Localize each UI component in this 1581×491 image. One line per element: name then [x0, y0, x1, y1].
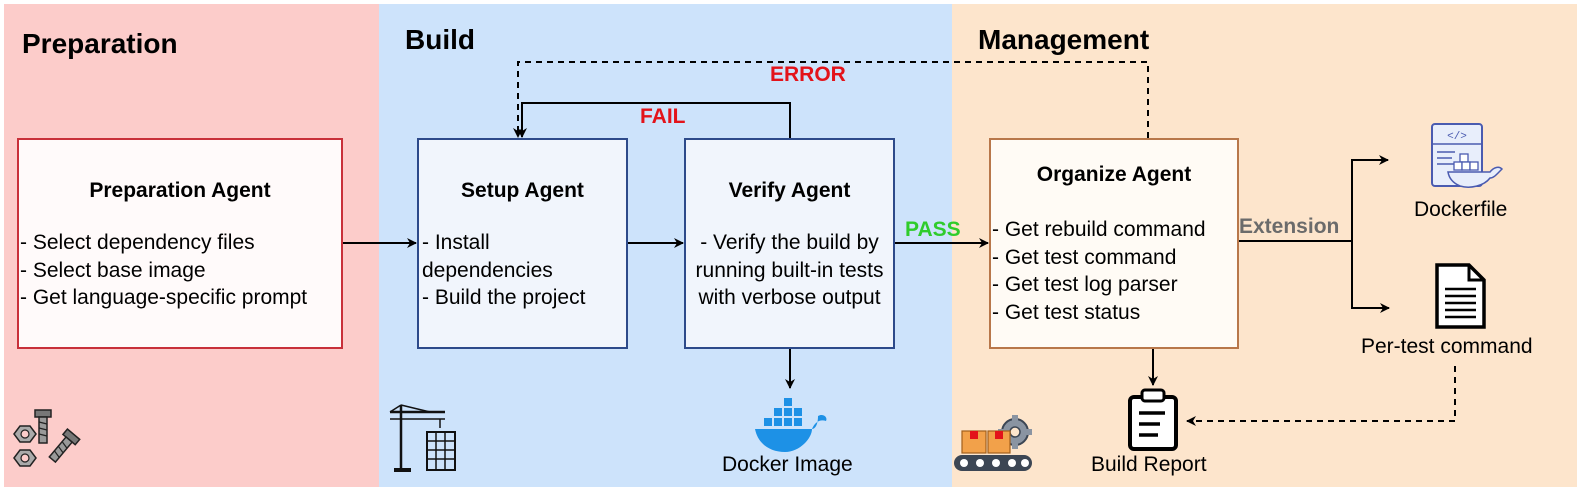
organize-agent-box: Organize Agent - Get rebuild command - G… [989, 138, 1239, 349]
verify-agent-line: running built-in tests [695, 258, 884, 282]
setup-agent-line: - Install [422, 231, 490, 254]
verify-agent-box: Verify Agent - Verify the build by runni… [684, 138, 895, 349]
fail-label: FAIL [640, 105, 686, 128]
preparation-agent-box: Preparation Agent - Select dependency fi… [17, 138, 343, 349]
organize-agent-line: - Get rebuild command [992, 218, 1206, 241]
section-title-management: Management [978, 24, 1150, 55]
organize-agent-line: - Get test log parser [992, 273, 1178, 296]
setup-agent-title: Setup Agent [461, 179, 584, 202]
arrow-per-test-to-report [1186, 366, 1456, 426]
section-title-build: Build [405, 24, 475, 55]
verify-agent-title: Verify Agent [728, 179, 851, 202]
arrow-extension-to-per-test [1351, 241, 1390, 313]
verify-agent-line: - Verify the build by [700, 231, 879, 254]
arrow-error-loop [513, 61, 1149, 138]
preparation-agent-line: - Select dependency files [20, 231, 255, 254]
preparation-agent-title: Preparation Agent [89, 179, 271, 202]
setup-agent-line: dependencies [422, 258, 553, 282]
crane-icon [389, 404, 456, 472]
section-title-preparation: Preparation [22, 28, 178, 59]
dockerfile-caption: Dockerfile [1414, 198, 1508, 221]
error-label: ERROR [770, 63, 846, 86]
organize-agent-body: - Get rebuild command - Get test command… [992, 216, 1206, 326]
organize-agent-title: Organize Agent [1036, 163, 1192, 186]
tools-icon [13, 409, 81, 467]
arrow-fail-loop [517, 102, 791, 138]
dockerfile-icon: </> [1431, 123, 1504, 188]
per-test-command-caption: Per-test command [1361, 335, 1533, 358]
setup-agent-line: - Build the project [422, 286, 586, 309]
verify-agent-body: - Verify the build by running built-in t… [686, 229, 893, 312]
docker-image-caption: Docker Image [722, 453, 853, 476]
build-report-caption: Build Report [1091, 453, 1207, 476]
preparation-agent-line: - Select base image [20, 258, 206, 282]
svg-text:</>: </> [1447, 131, 1467, 143]
docker-whale-icon [755, 398, 827, 452]
setup-agent-box: Setup Agent - Install dependencies - Bui… [417, 138, 628, 349]
document-icon [1435, 263, 1486, 329]
conveyor-icon [954, 415, 1032, 471]
preparation-agent-line: - Get language-specific prompt [20, 286, 308, 309]
arrow-extension-to-dockerfile [1351, 155, 1389, 241]
verify-agent-line: with verbose output [698, 286, 881, 309]
organize-agent-line: - Get test command [992, 245, 1177, 269]
clipboard-icon [1128, 388, 1178, 451]
setup-agent-body: - Install dependencies - Build the proje… [422, 229, 585, 312]
pass-label: PASS [905, 218, 961, 241]
extension-label: Extension [1239, 215, 1340, 238]
preparation-agent-body: - Select dependency files - Select base … [20, 229, 307, 312]
organize-agent-line: - Get test status [992, 300, 1141, 324]
